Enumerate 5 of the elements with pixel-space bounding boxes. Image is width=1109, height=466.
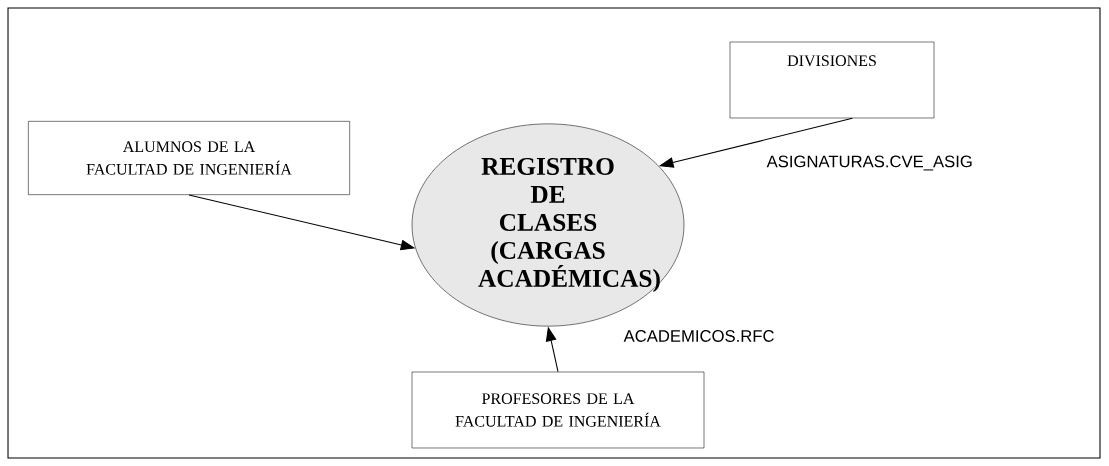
edge-label: ASIGNATURAS.CVE_ASIG (766, 155, 972, 171)
entity-box: ALUMNOS DE LA FACULTAD DE INGENIERÍA (28, 121, 350, 195)
edge-label: ACADEMICOS.RFC (623, 330, 774, 342)
entity-box: PROFESORES DE LA FACULTAD DE INGENIERÍA (411, 371, 705, 449)
entity-box: DIVISIONES (729, 41, 935, 119)
